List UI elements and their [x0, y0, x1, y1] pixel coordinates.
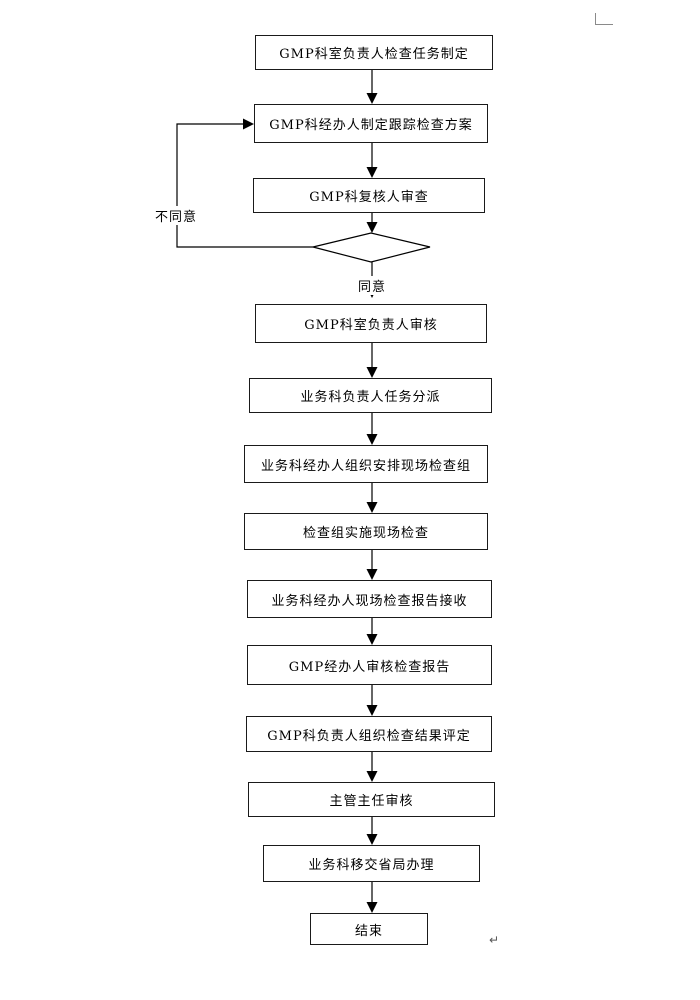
flow-step-inspection-team-setup: 业务科经办人组织安排现场检查组 [244, 445, 488, 483]
flow-step-director-review: 主管主任审核 [248, 782, 495, 817]
arrowhead-icon [366, 93, 378, 104]
flow-step-task-assignment: 业务科负责人任务分派 [249, 378, 492, 413]
page-margin-corner-mark [595, 13, 613, 25]
flow-step-onsite-inspection: 检查组实施现场检查 [244, 513, 488, 550]
decision-approve-label: 同意 [357, 276, 388, 295]
arrowhead-icon [366, 167, 378, 178]
arrowhead-icon [366, 367, 378, 378]
paragraph-return-icon: ↵ [489, 933, 500, 947]
flow-step-plan-drafting: GMP科经办人制定跟踪检查方案 [254, 104, 488, 143]
arrowhead-icon [366, 634, 378, 645]
arrowhead-icon [366, 834, 378, 845]
flow-step-reviewer-check: GMP科复核人审查 [253, 178, 485, 213]
decision-reject-label: 不同意 [154, 206, 199, 225]
arrowhead-icon [366, 222, 378, 233]
flow-step-report-reception: 业务科经办人现场检查报告接收 [247, 580, 492, 618]
arrowhead-icon [366, 434, 378, 445]
flow-step-task-creation: GMP科室负责人检查任务制定 [255, 35, 493, 70]
arrowhead-icon [366, 902, 378, 913]
arrowhead-icon [366, 705, 378, 716]
flow-step-transfer-provincial-bureau: 业务科移交省局办理 [263, 845, 480, 882]
flow-step-section-chief-review: GMP科室负责人审核 [255, 304, 487, 343]
arrowhead-icon [366, 569, 378, 580]
arrowhead-icon [243, 118, 254, 130]
arrowhead-icon [366, 502, 378, 513]
arrowhead-icon [366, 771, 378, 782]
flow-step-report-review: GMP经办人审核检查报告 [247, 645, 492, 685]
decision-diamond [312, 232, 431, 263]
flow-step-result-evaluation: GMP科负责人组织检查结果评定 [246, 716, 492, 752]
flow-step-end: 结束 [310, 913, 428, 945]
